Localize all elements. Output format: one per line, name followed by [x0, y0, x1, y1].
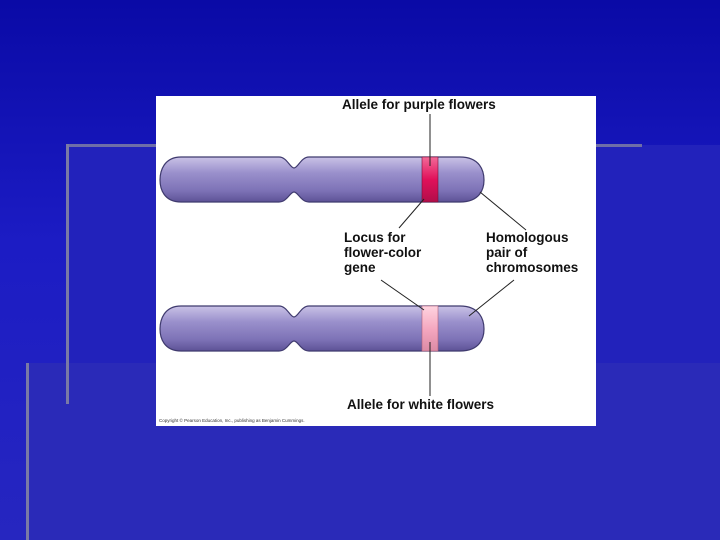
copyright-notice: Copyright © Pearson Education, Inc., pub…: [159, 418, 305, 423]
chromosome-diagram: [159, 114, 527, 396]
label-homologous-line-1: Homologous: [486, 230, 569, 245]
label-locus-line-2: flower-color: [344, 245, 422, 260]
label-locus-line-3: gene: [344, 260, 376, 275]
label-locus: Locus for flower-color gene: [344, 230, 421, 275]
chromosome-figure: Allele for purple flowers Locus for flow…: [156, 96, 596, 426]
leader-line-homologous-top: [479, 191, 527, 231]
label-homologous-line-3: chromosomes: [486, 260, 579, 275]
leader-line-homologous-bottom: [468, 279, 515, 317]
chromosome-top: [159, 156, 485, 203]
label-allele-white: Allele for white flowers: [347, 397, 495, 412]
leader-line-locus: [398, 198, 425, 229]
background-rule-left-upper: [66, 144, 69, 404]
label-locus-line-1: Locus for: [344, 230, 406, 245]
chromosome-bottom: [159, 305, 485, 352]
label-homologous-line-2: pair of: [486, 245, 528, 260]
background-rule-left-lower: [26, 363, 29, 540]
label-homologous: Homologous pair of chromosomes: [486, 230, 578, 275]
label-allele-purple: Allele for purple flowers: [342, 97, 496, 112]
leader-line-locus-bottom: [380, 279, 425, 311]
